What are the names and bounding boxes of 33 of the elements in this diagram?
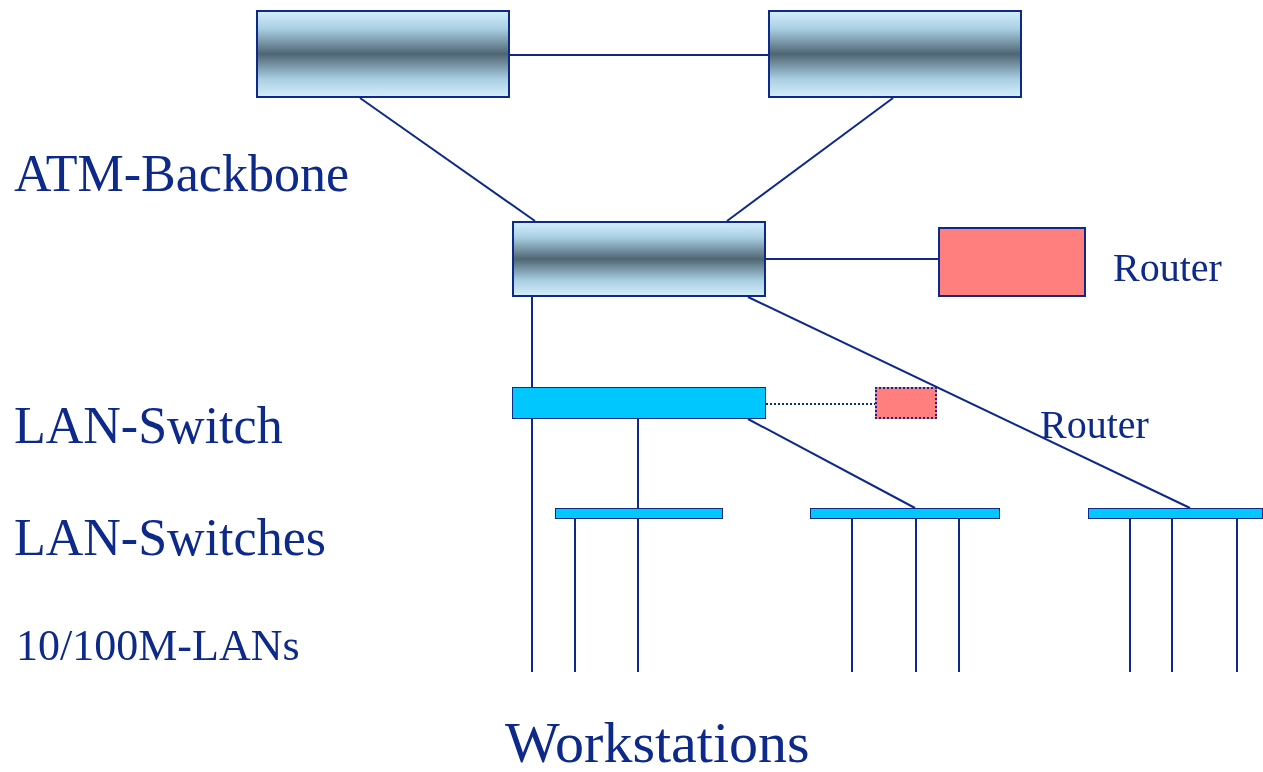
lan-switches-label: LAN-Switches — [14, 512, 326, 564]
atm-switch-box — [512, 221, 766, 297]
lan-switch-bar — [1088, 508, 1263, 519]
router-box — [938, 227, 1086, 297]
connector-line — [747, 418, 916, 509]
lan-label: 10/100M-LANs — [16, 624, 300, 668]
connector-line — [509, 54, 769, 56]
workstations-label: Workstations — [505, 714, 810, 772]
lan-cable-line — [637, 518, 639, 673]
router-box — [875, 387, 937, 419]
connector-line — [359, 97, 536, 222]
lan-cable-line — [851, 518, 853, 673]
router-label: Router — [1040, 405, 1149, 445]
lan-cable-line — [915, 518, 917, 673]
lan-cable-line — [1171, 518, 1173, 673]
lan-switch-bar — [555, 508, 723, 519]
connector-line — [765, 258, 939, 260]
connector-line — [747, 296, 1191, 509]
connector-line — [531, 296, 533, 388]
lan-switch-bar — [810, 508, 1000, 519]
atm-switch-box — [768, 10, 1022, 98]
lan-cable-line — [1236, 518, 1238, 673]
lan-switch-label: LAN-Switch — [14, 400, 283, 452]
connector-line — [726, 97, 894, 222]
lan-cable-line — [1129, 518, 1131, 673]
backbone-label: ATM-Backbone — [14, 148, 350, 200]
atm-switch-box — [256, 10, 510, 98]
lan-cable-line — [574, 518, 576, 673]
lan-cable-line — [531, 418, 533, 673]
router-label: Router — [1113, 248, 1222, 288]
lan-switch-bar — [512, 387, 766, 419]
connector-line — [637, 418, 639, 509]
lan-cable-line — [958, 518, 960, 673]
